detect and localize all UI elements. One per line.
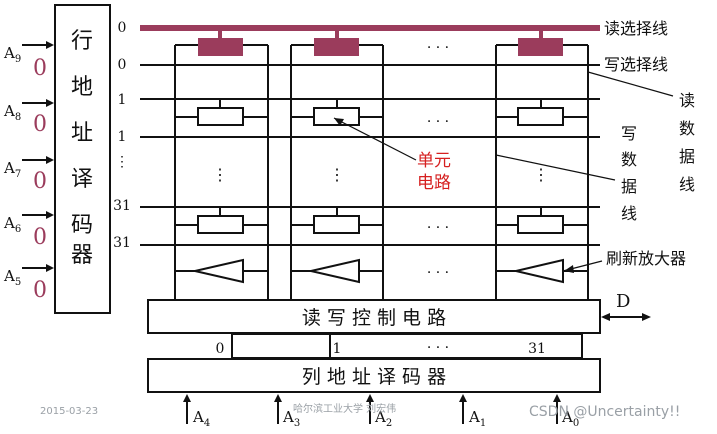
svg-text:A4: A4 <box>192 408 210 429</box>
svg-text:A1: A1 <box>468 408 486 429</box>
cell-circuit <box>517 107 564 126</box>
pointer-line <box>587 71 674 97</box>
column-ellipsis: · · · <box>427 114 449 130</box>
svg-text:A6: A6 <box>3 214 21 235</box>
refresh-amplifier <box>194 258 244 284</box>
row-decoder-char: 地 <box>71 75 93 100</box>
col-decoder-box <box>147 358 601 393</box>
read-data-line-label: 读 <box>679 91 695 110</box>
column-number: 0 <box>216 341 225 357</box>
read-data-line-label: 数 <box>679 119 695 138</box>
row-number: 1 <box>118 129 127 145</box>
svg-text:A7: A7 <box>3 159 21 180</box>
memory-column: ⋮ <box>174 28 269 300</box>
refresh-amplifier <box>515 258 564 284</box>
footer-date: 2015-03-23 <box>40 406 98 417</box>
row-input-value: 0 <box>33 112 47 137</box>
read-select-cell <box>518 38 563 56</box>
row-address-input: A5 0 <box>3 264 54 303</box>
col-decoder-label: 列 地 址 译 码 器 <box>302 366 446 388</box>
col-address-input: A0 <box>553 394 579 429</box>
write-select-line-label: 写选择线 <box>604 55 668 74</box>
footer-credit: CSDN @Uncertainty!! <box>529 404 680 420</box>
cell-circuit <box>313 215 360 234</box>
svg-text:⋮: ⋮ <box>329 165 345 184</box>
row-decoder-char: 码 <box>71 213 93 238</box>
column-number: · · · <box>427 340 449 356</box>
row-number: ⋮ <box>115 154 129 170</box>
pointer-line <box>495 154 616 181</box>
col-address-input: A3 <box>274 394 300 429</box>
memory-column: ⋮ <box>290 28 384 300</box>
refresh-amp-label: 刷新放大器 <box>606 249 686 268</box>
refresh-amplifier <box>310 258 360 284</box>
write-data-line-label: 数 <box>621 150 637 169</box>
column-ellipsis: · · · <box>427 220 449 236</box>
read-select-cell <box>198 38 243 56</box>
cell-circuit-label: 单元 <box>417 151 451 171</box>
column-ellipsis: · · · <box>427 40 449 56</box>
row-decoder-char: 译 <box>71 167 93 192</box>
row-number: 0 <box>118 20 127 36</box>
row-address-input: A9 0 <box>3 41 54 81</box>
row-number: 31 <box>113 198 131 214</box>
row-decoder-char: 行 <box>71 29 93 54</box>
rw-control-label: 读 写 控 制 电 路 <box>302 307 446 329</box>
row-decoder-char: 址 <box>71 121 93 146</box>
cell-circuit <box>197 107 244 126</box>
column-number: 31 <box>528 341 546 357</box>
svg-text:A5: A5 <box>3 267 21 288</box>
data-io-arrowhead <box>601 313 610 321</box>
svg-text:A0: A0 <box>561 408 579 429</box>
col-address-input: A2 <box>366 394 392 429</box>
cell-circuit <box>197 215 244 234</box>
row-decoder-box <box>54 4 111 314</box>
svg-text:⋮: ⋮ <box>212 165 228 184</box>
pointer-arrowhead <box>564 265 574 273</box>
col-address-input: A1 <box>459 394 486 429</box>
footer-institution: 哈尔滨工业大学 刘宏伟 <box>293 402 396 415</box>
write-data-line-label: 据 <box>621 177 637 196</box>
pointer-arrowhead <box>334 118 344 126</box>
read-data-line-label: 线 <box>679 175 695 194</box>
write-data-line-label: 线 <box>621 204 637 223</box>
row-input-value: 0 <box>33 225 47 250</box>
svg-text:A3: A3 <box>282 408 300 429</box>
row-number: 31 <box>113 235 131 251</box>
row-input-value: 0 <box>33 278 47 303</box>
svg-text:A9: A9 <box>3 44 21 65</box>
data-io-arrowhead <box>642 313 651 321</box>
cell-circuit-label: 电路 <box>417 173 451 193</box>
row-address-input: A8 0 <box>3 99 54 137</box>
row-decoder-char: 器 <box>71 243 93 268</box>
row-number: 0 <box>118 57 127 73</box>
read-select-cell <box>314 38 359 56</box>
column-number: 1 <box>333 341 342 357</box>
svg-text:⋮: ⋮ <box>533 165 549 184</box>
col-address-input: A4 <box>183 394 210 429</box>
read-data-line-label: 据 <box>679 147 695 166</box>
row-number: 1 <box>118 92 127 108</box>
rw-control-box <box>147 299 601 334</box>
data-io-label: D <box>616 291 630 312</box>
read-select-line-label: 读选择线 <box>604 19 668 38</box>
row-address-input: A6 0 <box>3 211 54 250</box>
cell-circuit <box>313 107 360 126</box>
svg-text:A8: A8 <box>3 102 21 123</box>
row-input-value: 0 <box>33 56 47 81</box>
row-input-value: 0 <box>33 169 47 194</box>
write-data-line-label: 写 <box>621 124 637 143</box>
memory-column: ⋮ <box>495 28 589 300</box>
pointer-line <box>333 117 417 161</box>
row-address-input: A7 0 <box>3 156 54 194</box>
column-ellipsis: · · · <box>427 265 449 281</box>
cell-circuit <box>517 215 564 234</box>
svg-text:A2: A2 <box>374 408 392 429</box>
